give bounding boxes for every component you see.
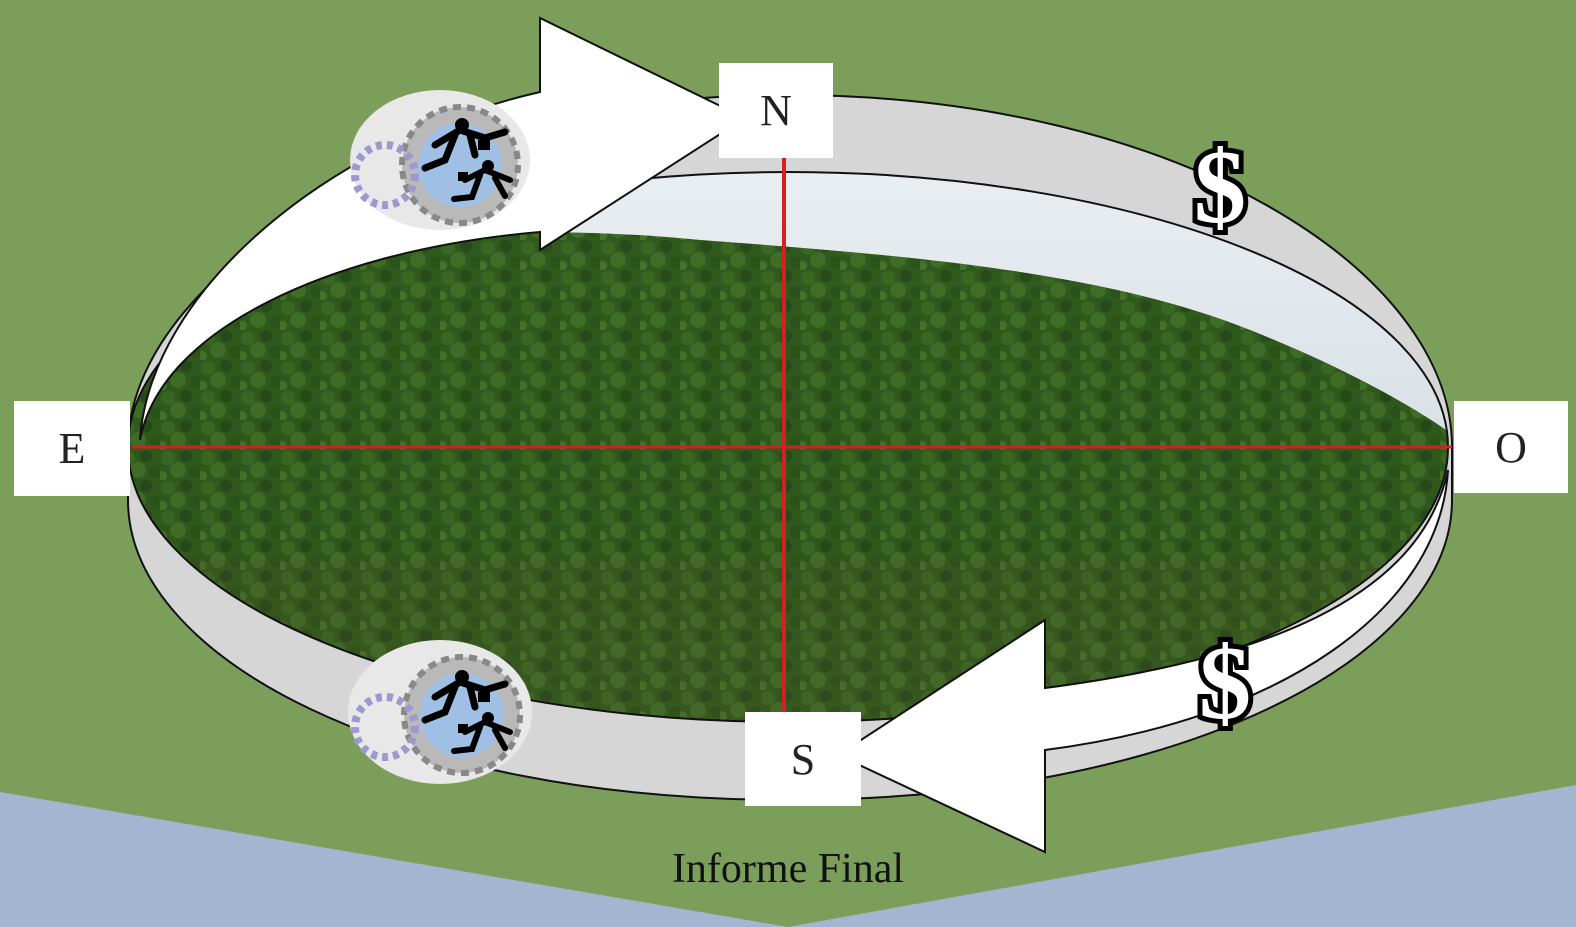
dollar-sign-icon: $: [1189, 123, 1252, 250]
compass-west-text: O: [1495, 422, 1527, 472]
svg-text:$: $: [1199, 624, 1252, 741]
compass-east-text: E: [58, 424, 86, 473]
compass-south-text: S: [790, 734, 816, 784]
footer-title: Informe Final: [671, 846, 905, 892]
compass-north-text: N: [760, 86, 792, 135]
compass-north-label: N: [719, 63, 833, 158]
svg-text:$: $: [1194, 128, 1247, 245]
bottom-arrow: [835, 469, 1449, 854]
compass-east-label: E: [14, 401, 130, 496]
compass-west-label: O: [1454, 401, 1568, 493]
footer-band: [0, 785, 1576, 927]
business-runners-gear-icon: [350, 90, 530, 230]
dollar-sign-icon: $: [1194, 619, 1257, 746]
compass-south-label: S: [745, 712, 861, 806]
business-runners-gear-icon: [348, 640, 532, 784]
